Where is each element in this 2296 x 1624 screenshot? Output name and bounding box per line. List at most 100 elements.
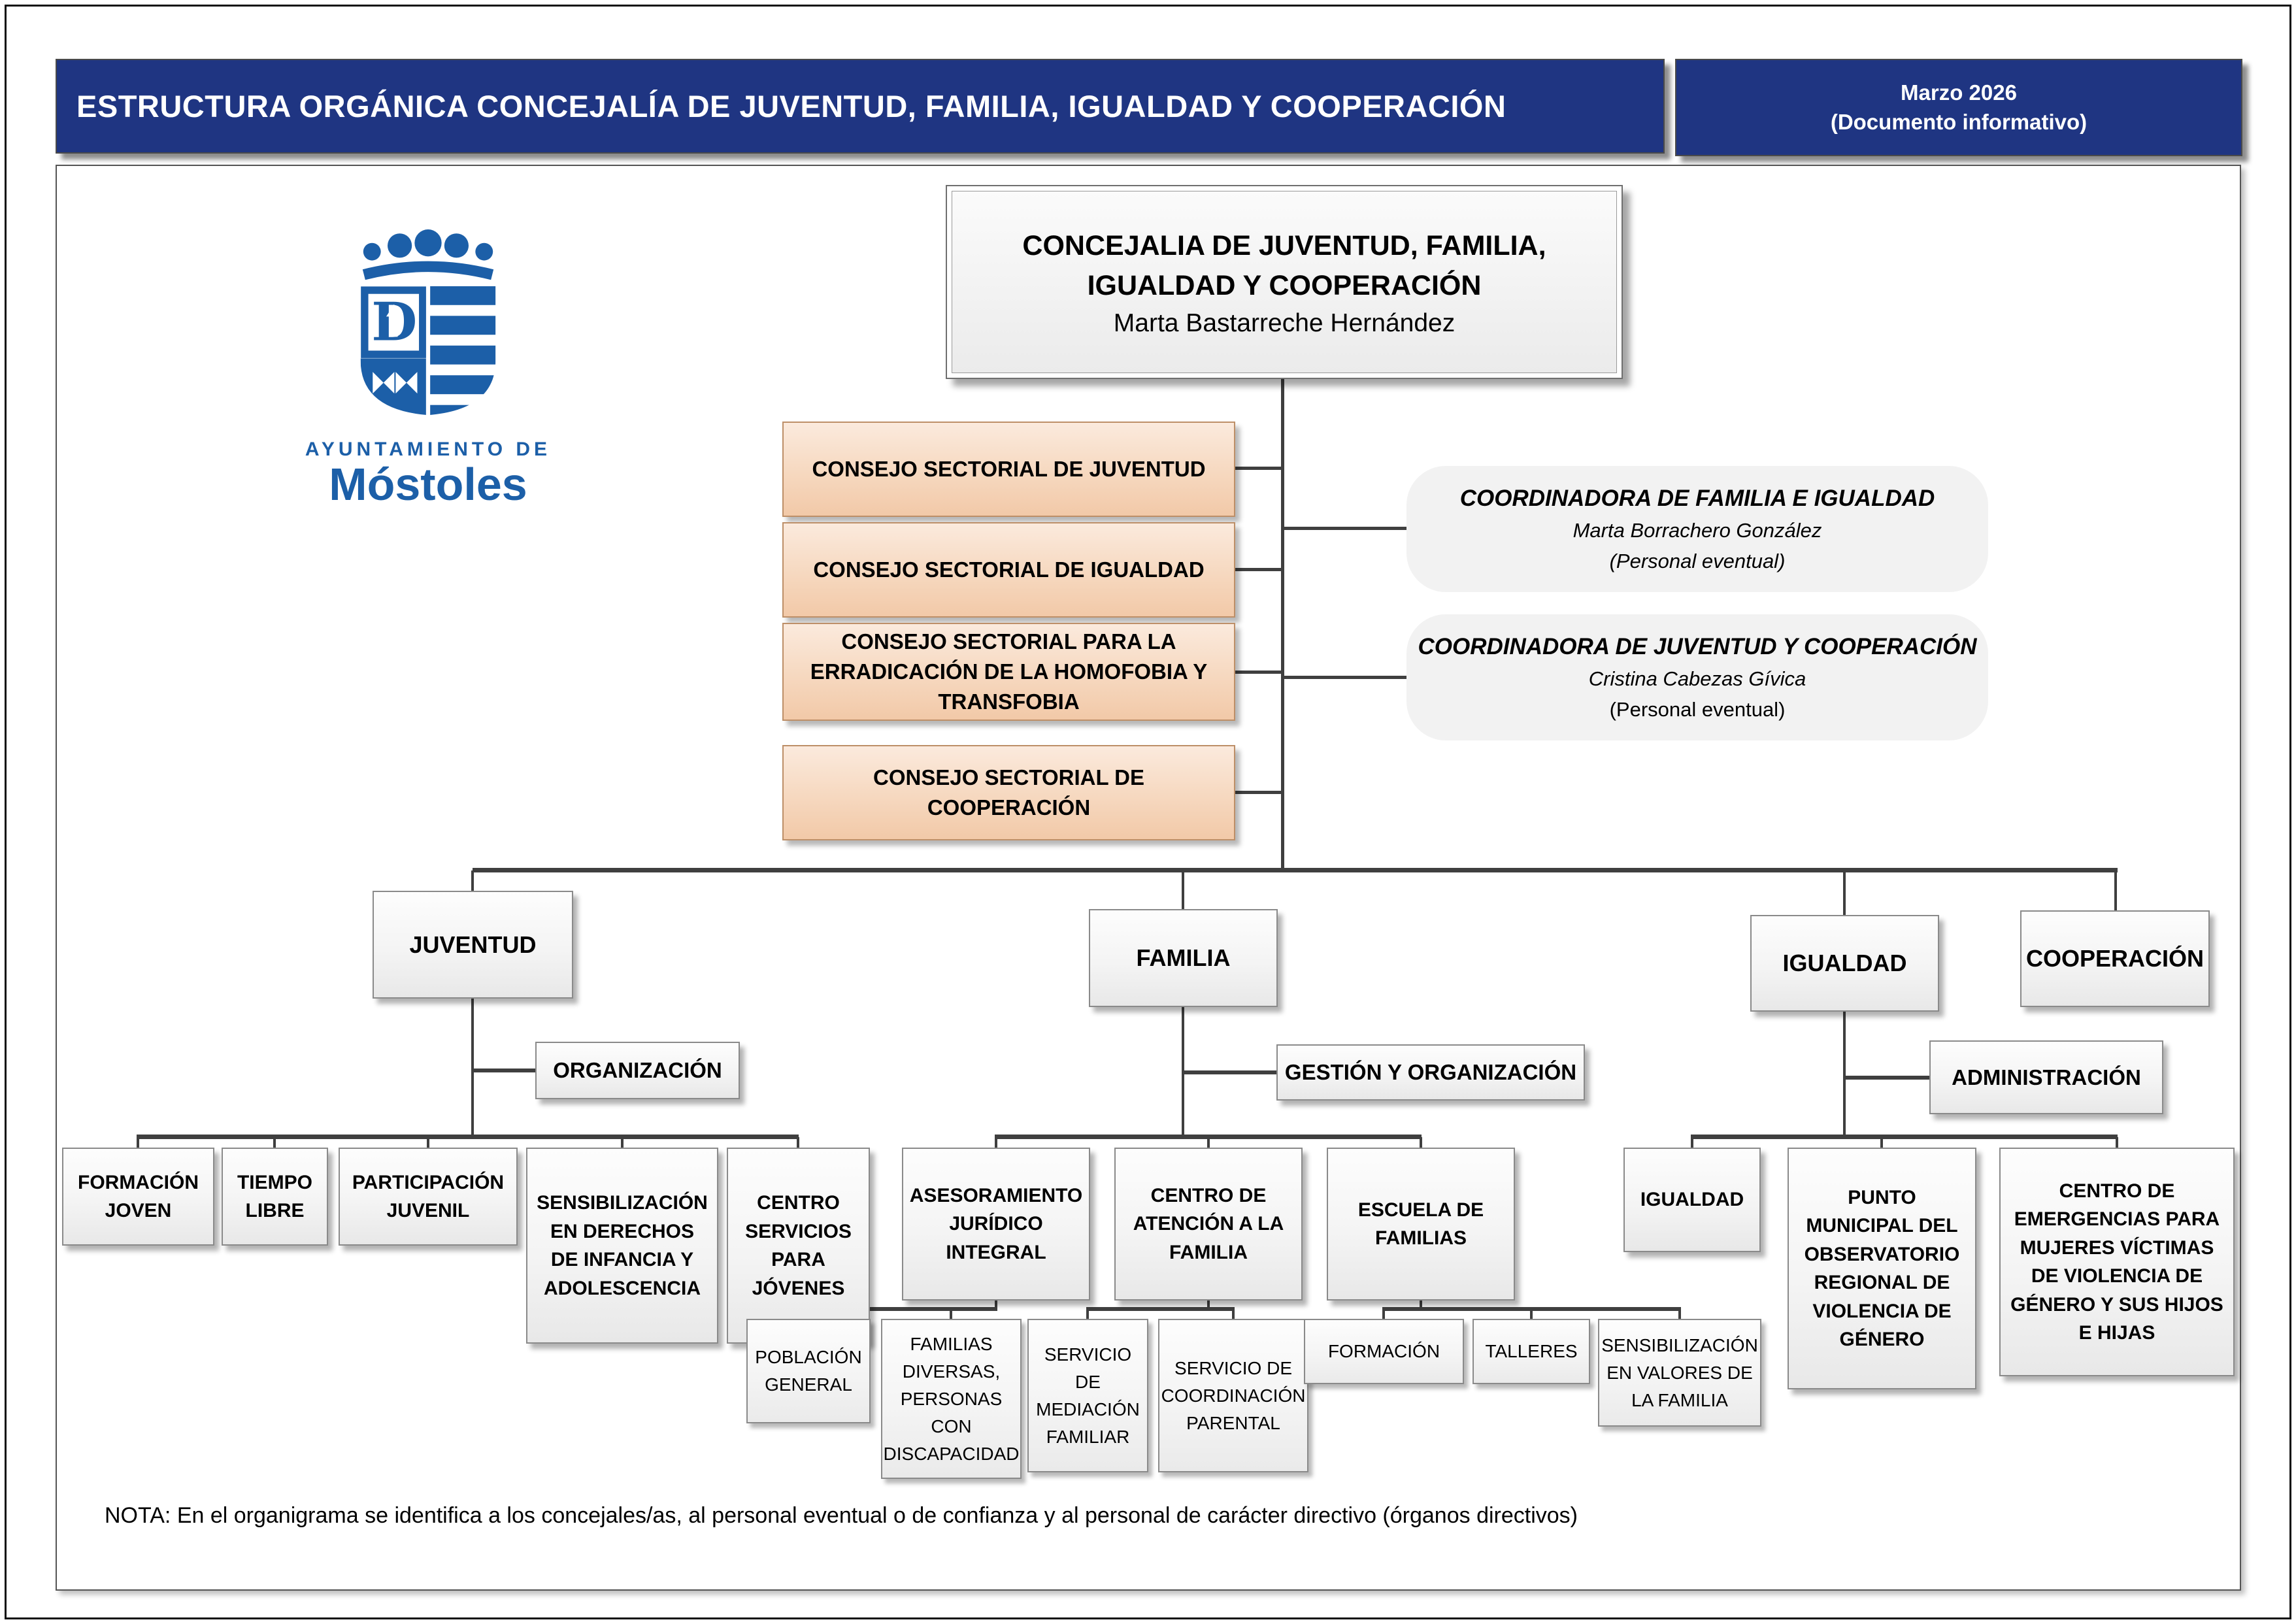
branch-igualdad: IGUALDAD: [1750, 915, 1939, 1012]
coordinator-familia-igualdad: COORDINADORA DE FAMILIA E IGUALDAD Marta…: [1406, 466, 1988, 592]
consejo1-connector: [1235, 467, 1282, 470]
sub-servicio-coordinacion: SERVICIO DE COORDINACIÓN PARENTAL: [1158, 1319, 1308, 1472]
child-sensibilizacion-derechos: SENSIBILIZACIÓN EN DERECHOS DE INFANCIA …: [526, 1148, 718, 1344]
drop: [137, 1137, 139, 1148]
asesoramiento-stub: [995, 1301, 997, 1308]
consejo-label: CONSEJO SECTORIAL DE JUVENTUD: [812, 456, 1206, 481]
root-title: CONCEJALIA DE JUVENTUD, FAMILIA, IGUALDA…: [1022, 230, 1546, 301]
branch-juventud: JUVENTUD: [373, 891, 573, 999]
sub-sensibilizacion-valores: SENSIBILIZACIÓN EN VALORES DE LA FAMILIA: [1598, 1319, 1761, 1427]
side-label: ORGANIZACIÓN: [553, 1058, 722, 1082]
drop: [1880, 1137, 1883, 1148]
administracion-connector: [1844, 1076, 1929, 1080]
sub-label: FAMILIAS DIVERSAS, PERSONAS CON DISCAPAC…: [883, 1333, 1020, 1464]
juventud-drop: [471, 870, 474, 892]
child-label: IGUALDAD: [1640, 1189, 1744, 1211]
consejo2-connector: [1235, 568, 1282, 571]
child-participacion-juvenil: PARTICIPACIÓN JUVENIL: [339, 1148, 518, 1246]
asesoramiento-subline: [807, 1307, 997, 1311]
child-centro-emergencias: CENTRO DE EMERGENCIAS PARA MUJERES VÍCTI…: [1999, 1148, 2235, 1376]
consejo4-connector: [1235, 791, 1282, 794]
coordinator-title: COORDINADORA DE FAMILIA E IGUALDAD: [1459, 485, 1935, 511]
drop: [1086, 1310, 1089, 1319]
page-title: ESTRUCTURA ORGÁNICA CONCEJALÍA DE JUVENT…: [76, 89, 1506, 124]
child-escuela-familias: ESCUELA DE FAMILIAS: [1327, 1148, 1515, 1301]
familia-drop: [1182, 870, 1184, 910]
child-label: CENTRO SERVICIOS PARA JÓVENES: [745, 1192, 852, 1299]
child-label: TIEMPO LIBRE: [237, 1171, 312, 1222]
side-organizacion: ORGANIZACIÓN: [535, 1042, 740, 1099]
consejo-label: CONSEJO SECTORIAL DE COOPERACIÓN: [873, 765, 1145, 820]
consejo-cooperacion-box: CONSEJO SECTORIAL DE COOPERACIÓN: [782, 745, 1235, 840]
side-label: ADMINISTRACIÓN: [1952, 1065, 2141, 1089]
sub-label: POBLACIÓN GENERAL: [755, 1347, 862, 1395]
drop: [995, 1137, 997, 1148]
sub-label: SENSIBILIZACIÓN EN VALORES DE LA FAMILIA: [1601, 1334, 1758, 1410]
igualdad-drop: [1843, 870, 1846, 916]
coordinator2-connector: [1283, 676, 1407, 679]
header-date: Marzo 2026: [1901, 80, 2017, 105]
side-gestion-organizacion: GESTIÓN Y ORGANIZACIÓN: [1276, 1044, 1585, 1101]
drop: [1691, 1137, 1693, 1148]
igualdad-vertical: [1843, 1012, 1846, 1137]
child-igualdad: IGUALDAD: [1623, 1148, 1761, 1252]
coordinator1-connector: [1283, 527, 1407, 530]
coordinator-note: (Personal eventual): [1609, 549, 1786, 572]
igualdad-children-line: [1691, 1135, 2118, 1139]
root-person: Marta Bastarreche Hernández: [1113, 308, 1456, 337]
gestion-connector: [1183, 1070, 1276, 1074]
consejo3-connector: [1235, 671, 1282, 674]
organizacion-connector: [473, 1069, 535, 1072]
child-label: SENSIBILIZACIÓN EN DERECHOS DE INFANCIA …: [537, 1192, 708, 1299]
drop: [1207, 1137, 1210, 1148]
child-punto-municipal-observatorio: PUNTO MUNICIPAL DEL OBSERVATORIO REGIONA…: [1788, 1148, 1976, 1389]
branch-cooperacion: COOPERACIÓN: [2020, 910, 2210, 1007]
branch-label: JUVENTUD: [409, 931, 537, 958]
logo-city-text: Móstoles: [329, 459, 527, 510]
coordinator-title: COORDINADORA DE JUVENTUD Y COOPERACIÓN: [1418, 633, 1977, 659]
sub-poblacion-general: POBLACIÓN GENERAL: [746, 1319, 871, 1423]
child-label: ASESORAMIENTO JURÍDICO INTEGRAL: [909, 1184, 1083, 1263]
cooperacion-drop: [2114, 870, 2117, 912]
child-label: CENTRO DE ATENCIÓN A LA FAMILIA: [1133, 1184, 1284, 1263]
header-title-bar: ESTRUCTURA ORGÁNICA CONCEJALÍA DE JUVENT…: [56, 59, 1665, 154]
header-date-box: Marzo 2026 (Documento informativo): [1675, 59, 2242, 156]
child-label: PARTICIPACIÓN JUVENIL: [352, 1171, 505, 1222]
child-centro-servicios-jovenes: CENTRO SERVICIOS PARA JÓVENES: [727, 1148, 870, 1344]
drop: [1530, 1310, 1533, 1319]
logo-org-text: AYUNTAMIENTO DE: [305, 439, 552, 460]
drop: [273, 1137, 276, 1148]
sub-label: SERVICIO DE MEDIACIÓN FAMILIAR: [1036, 1344, 1140, 1447]
drop: [1678, 1310, 1681, 1319]
side-label: GESTIÓN Y ORGANIZACIÓN: [1284, 1060, 1577, 1084]
drop: [1232, 1310, 1235, 1319]
sub-familias-diversas: FAMILIAS DIVERSAS, PERSONAS CON DISCAPAC…: [881, 1319, 1022, 1479]
coordinator-person: Cristina Cabezas Gívica: [1588, 667, 1806, 691]
coordinator-person: Marta Borrachero González: [1572, 519, 1822, 542]
drop: [797, 1137, 799, 1148]
drop: [427, 1137, 429, 1148]
side-administracion: ADMINISTRACIÓN: [1929, 1040, 2163, 1114]
consejo-homofobia-box: CONSEJO SECTORIAL PARA LA ERRADICACIÓN D…: [782, 623, 1235, 721]
juventud-vertical: [471, 999, 474, 1137]
child-label: FORMACIÓN JOVEN: [78, 1171, 199, 1222]
child-asesoramiento-juridico: ASESORAMIENTO JURÍDICO INTEGRAL: [902, 1148, 1090, 1301]
mostoles-logo: D AYUNTAMIENTO DE: [275, 229, 582, 510]
branch-familia: FAMILIA: [1089, 909, 1278, 1007]
sub-label: TALLERES: [1485, 1341, 1578, 1361]
sub-label: SERVICIO DE COORDINACIÓN PARENTAL: [1161, 1357, 1306, 1433]
atencion-subline: [1086, 1307, 1235, 1311]
child-tiempo-libre: TIEMPO LIBRE: [222, 1148, 328, 1246]
child-centro-atencion-familia: CENTRO DE ATENCIÓN A LA FAMILIA: [1114, 1148, 1303, 1301]
drop: [950, 1310, 952, 1319]
mostoles-shield-icon: D: [360, 229, 496, 416]
escuela-subline: [1382, 1307, 1681, 1311]
sub-servicio-mediacion: SERVICIO DE MEDIACIÓN FAMILIAR: [1027, 1319, 1148, 1472]
consejo-label: CONSEJO SECTORIAL DE IGUALDAD: [813, 557, 1205, 582]
child-formacion-joven: FORMACIÓN JOVEN: [62, 1148, 214, 1246]
coordinator-note: (Personal eventual): [1609, 697, 1786, 721]
header-subtitle: (Documento informativo): [1830, 109, 2088, 134]
child-label: PUNTO MUNICIPAL DEL OBSERVATORIO REGIONA…: [1804, 1186, 1960, 1351]
drop: [1420, 1137, 1422, 1148]
